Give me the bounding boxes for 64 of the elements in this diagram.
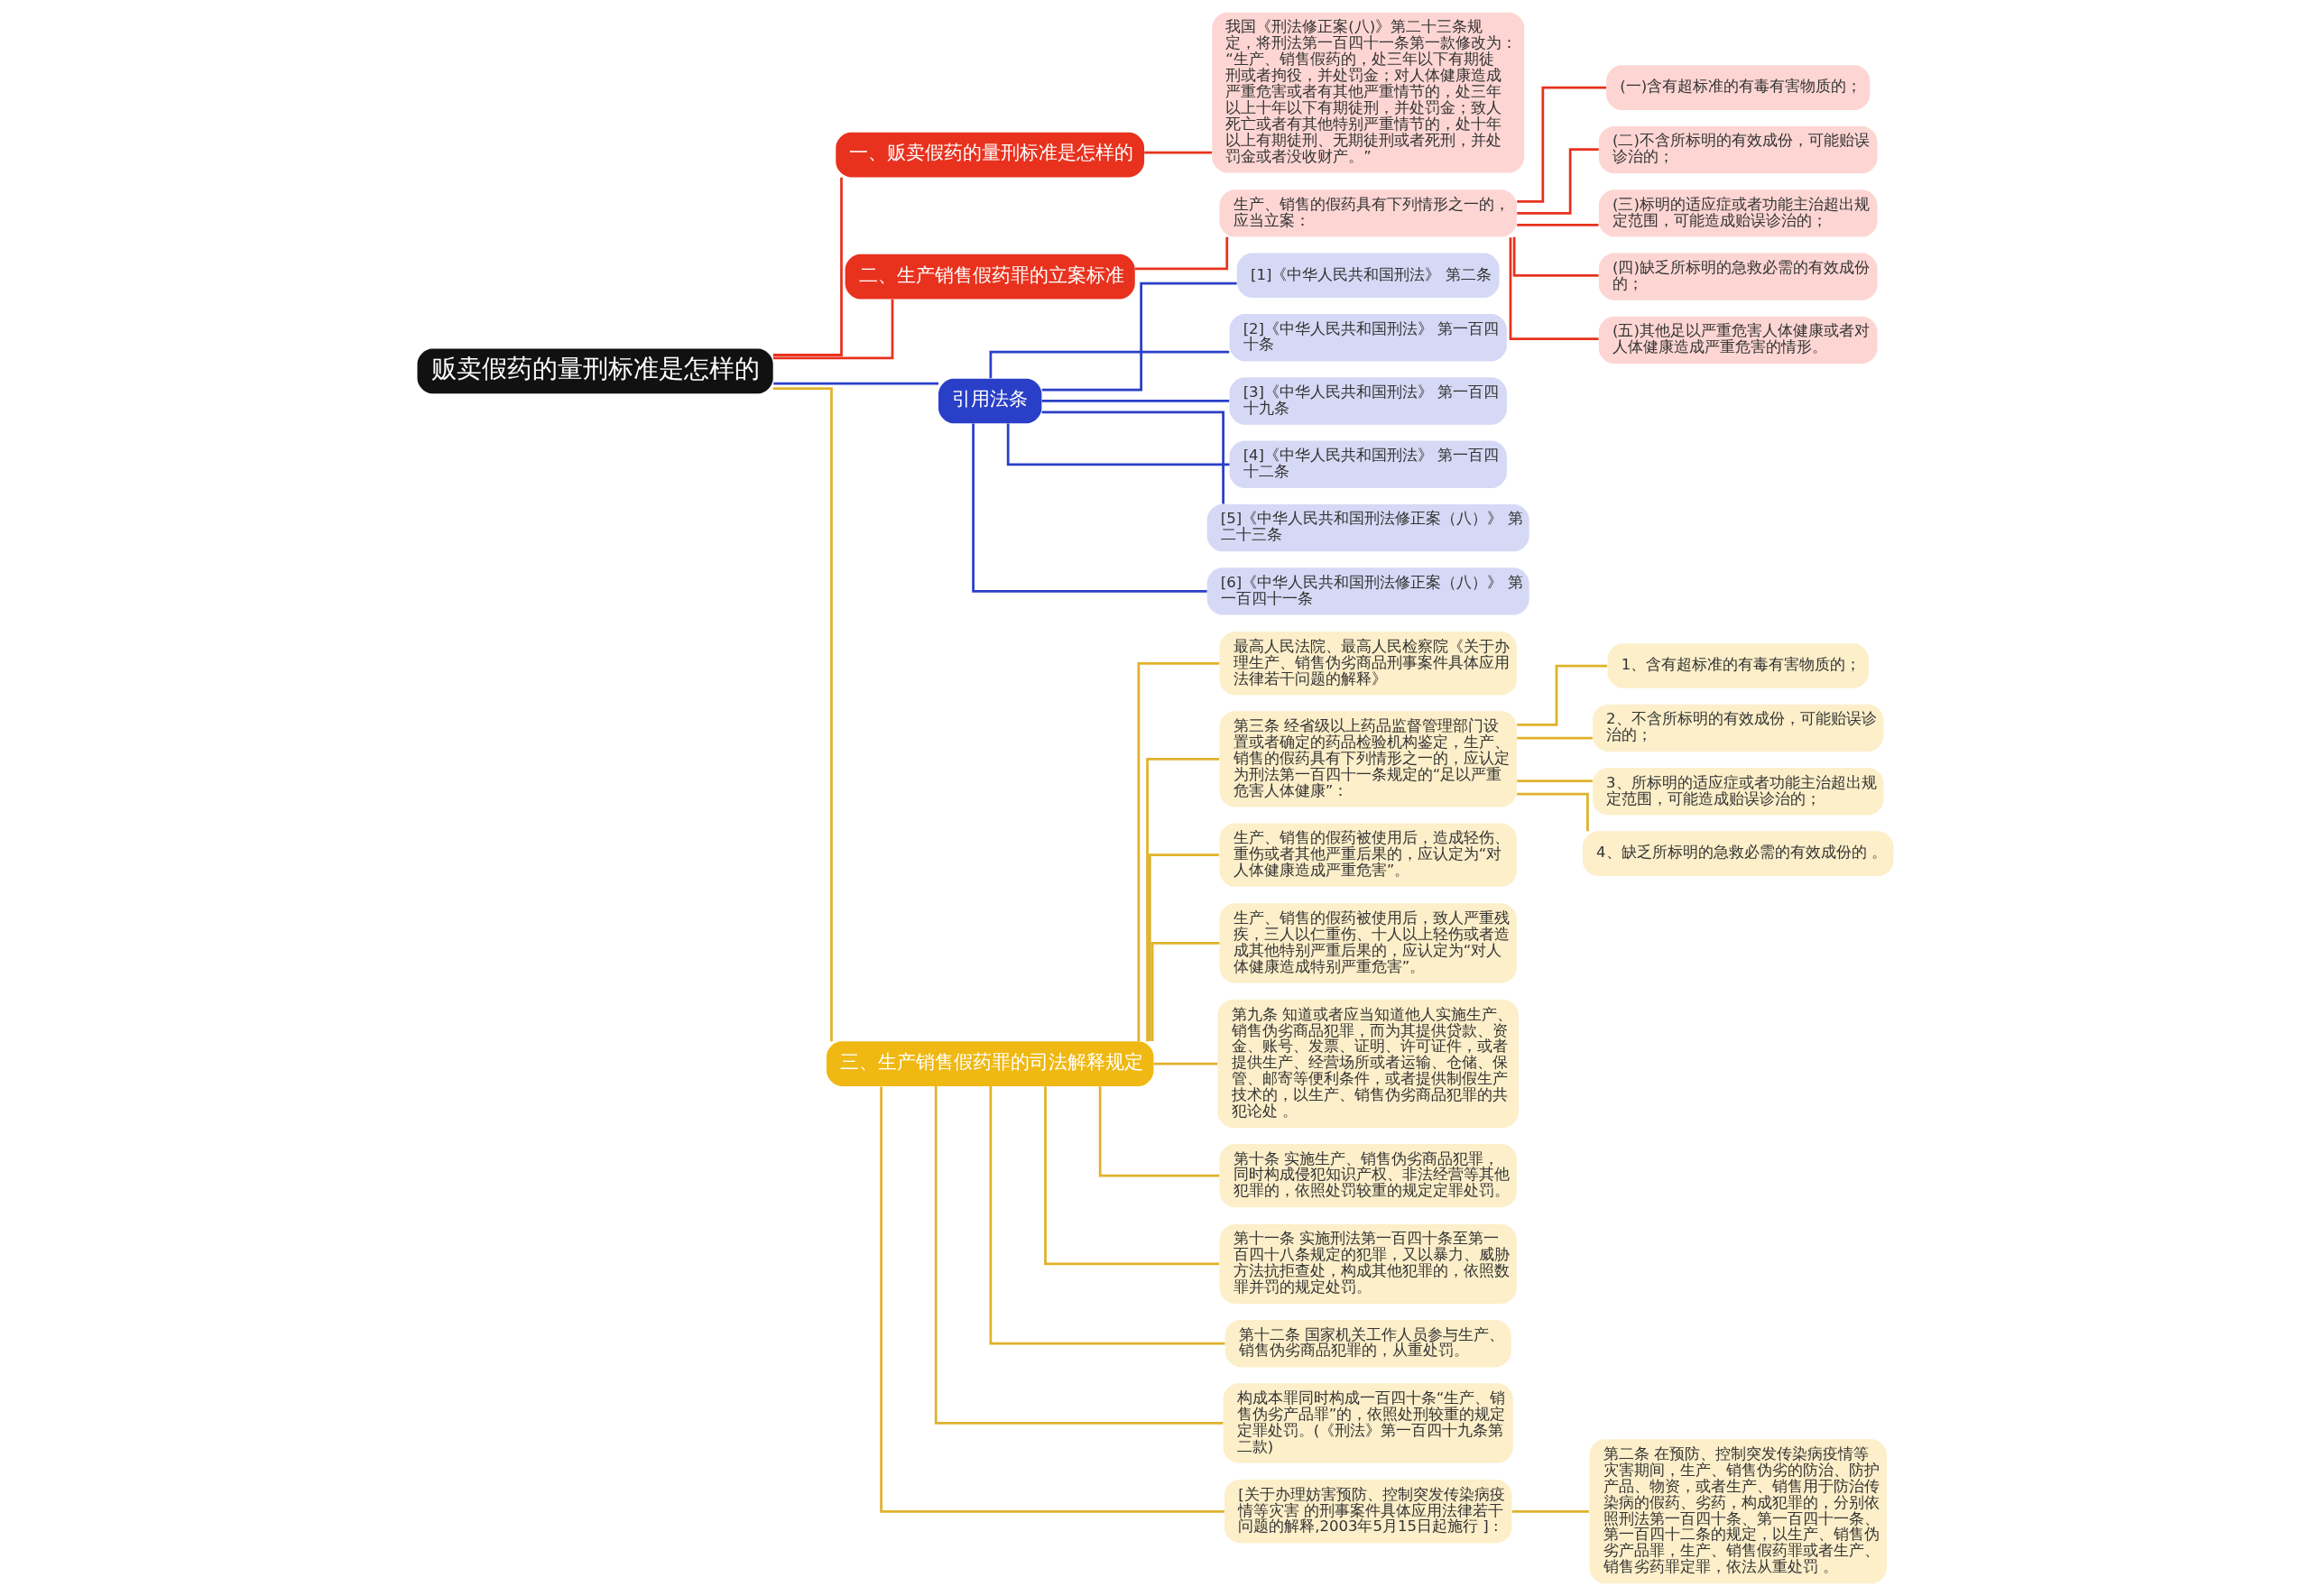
connector [1043,1086,1219,1266]
node-box: (二)不含所标明的有效成份，可能贻误诊治的； [1598,125,1878,174]
node-box: 1、含有超标准的有毒有害物质的； [1607,643,1869,688]
connector [1509,237,1598,340]
connector [772,177,843,356]
node-box: [3]《中华人民共和国刑法》 第一百四十九条 [1229,377,1507,425]
node-box: 引用法条 [938,378,1041,424]
connector [1134,236,1228,271]
node-box: 4、缺乏所标明的急救必需的有效成份的 。 [1582,831,1893,876]
node-box: [关于办理妨害预防、控制突发传染病疫情等灾害 的刑事案件具体应用法律若干问题的解释,2003年5月15日起施行 ] : [1224,1480,1511,1544]
node-box: [1]《中华人民共和国刑法》 第二条 [1236,253,1500,299]
connector [1516,86,1606,203]
connector [1150,942,1219,1041]
connector [1516,780,1593,782]
connector [934,1086,1223,1425]
connector [1153,1062,1217,1066]
connector [1098,1086,1219,1177]
connector [1041,281,1237,392]
connector [772,299,893,360]
connector [1511,1509,1589,1513]
node-box: 我国《刑法修正案(八)》第二十三条规定，将刑法第一百四十一条第一款修改为：“生产、销售假药的，处三年以下有期徒刑或者拘役，并处罚金；对人体健康造成严重危害或者有其他严重情节的，处三年以上十年以下有期徒刑，并处罚金；致人死亡或者有其他特别严重情节的，处十年以上有期徒刑、无期徒刑或者死刑，并处罚金或者没收财产。” [1211,12,1524,173]
node-box: 2、不含所标明的有效成份，可能贻误诊治的； [1592,704,1883,752]
node-box: 生产、销售的假药被使用后，造成轻伤、重伤或者其他严重后果的，应认定为“对人体健康造成严重危害”。 [1219,823,1517,887]
node-box: 第十一条 实施刑法第一百四十条至第一百四十八条规定的犯罪，又以暴力、威胁方法抗拒查处，构成其他犯罪的，依照数罪并罚的规定处罚。 [1219,1223,1517,1305]
node-box: 二、生产销售假药罪的立案标准 [845,254,1135,300]
node-box: 贩卖假药的量刑标准是怎样的 [417,348,773,394]
connector [1145,758,1219,1042]
node-box: (五)其他足以严重危害人体健康或者对人体健康造成严重危害的情形。 [1598,316,1878,364]
connector [772,387,833,1042]
connector [1137,661,1219,1041]
node-box: [4]《中华人民共和国刑法》 第一百四十二条 [1229,440,1507,488]
node-box: 第十二条 国家机关工作人员参与生产、销售伪劣商品犯罪的，从重处罚。 [1224,1320,1511,1368]
node-box: 3、所标明的适应症或者功能主治超出规定范围，可能造成贻误诊治的； [1592,768,1883,816]
node-box: 第九条 知道或者应当知道他人实施生产、销售伪劣商品犯罪，而为其提供贷款、资金、账号、发票、证明、许可证件，或者提供生产、经营场所或者运输、仓储、保管、邮寄等便利条件，或者提供制假生产技术的，以生产、销售伪劣商品犯罪的共犯论处 。 [1216,1000,1519,1129]
connector [1516,664,1607,726]
connector [772,382,938,385]
node-box: (三)标明的适应症或者功能主治超出规定范围，可能造成贻误诊治的； [1598,189,1878,237]
node-box: 生产、销售的假药具有下列情形之一的，应当立案： [1219,189,1517,237]
node-box: (四)缺乏所标明的急救必需的有效成份的； [1598,253,1878,300]
connector [1041,411,1224,504]
node-box: 三、生产销售假药罪的司法解释规定 [826,1041,1153,1086]
node-box: 最高人民法院、最高人民检察院《关于办理生产、销售伪劣商品刑事案件具体应用法律若干问题的解释》 [1219,632,1517,696]
node-box: 生产、销售的假药被使用后，致人严重残疾，三人以仁重伤、十人以上轻伤或者造成其他特别严重后果的，应认定为“对人体健康造成特别严重危害”。 [1219,903,1517,983]
connector [971,423,1207,593]
node-box: 一、贩卖假药的量刑标准是怎样的 [835,132,1144,178]
connector [989,350,1229,379]
node-box: (一)含有超标准的有毒有害物质的； [1605,65,1870,110]
connector [1148,853,1219,1041]
node-box: [5]《中华人民共和国刑法修正案（八）》 第二十三条 [1206,503,1529,552]
node-box: 构成本罪同时构成一百四十条“生产、销售伪劣产品罪”的，依照处刑较重的规定定罪处罚。(《刑法》第一百四十九条第二款) [1223,1383,1513,1463]
node-box: [2]《中华人民共和国刑法》 第一百四十条 [1229,314,1507,362]
connector [1516,736,1593,740]
node-box: 第三条 经省级以上药品监督管理部门设置或者确定的药品检验机构鉴定，生产、销售的假药具有下列情形之一的，应认定为刑法第一百四十一条规定的“足以严重危害人体健康”： [1219,711,1517,807]
node-box: 第二条 在预防、控制突发传染病疫情等灾害期间，生产、销售伪劣的防治、防护产品、物资，或者生产、销售用于防治传染病的假药、劣药，构成犯罪的，分别依照刑法第一百四十条、第一百四十一条、第一百四十二条的规定，以生产、销售伪劣产品罪，生产、销售假药罪或者生产、销售劣药罪定罪，依法从重处罚 。 [1589,1439,1887,1584]
connector [1041,400,1229,402]
connector [989,1085,1224,1345]
connector [1143,151,1212,154]
node-box: [6]《中华人民共和国刑法修正案（八）》 第一百四十一条 [1206,567,1529,615]
connector [1516,224,1598,226]
connector [1512,236,1599,277]
connector [1006,423,1229,466]
node-box: 第十条 实施生产、销售伪劣商品犯罪，同时构成侵犯知识产权、非法经营等其他犯罪的，依照处罚较重的规定定罪处罚。 [1219,1144,1517,1208]
connector [1516,792,1589,832]
connector [879,1086,1224,1513]
